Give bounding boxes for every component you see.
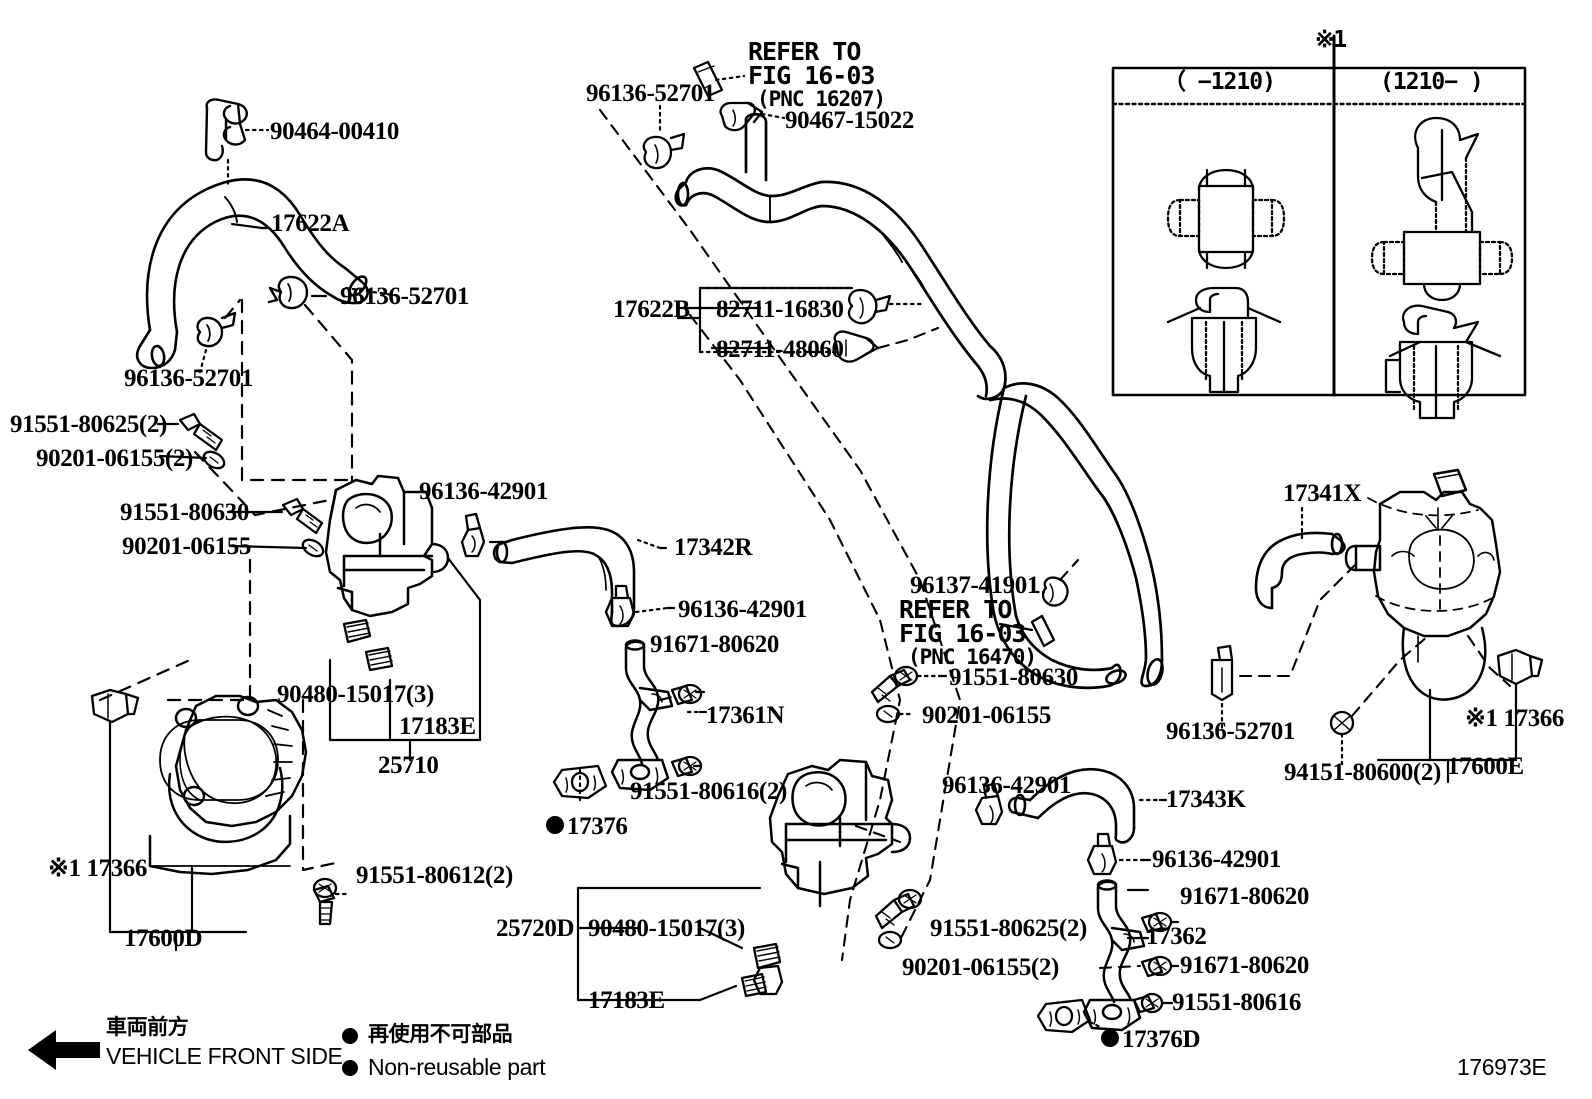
part-label-91551-80630-left: 91551-80630 bbox=[120, 499, 249, 526]
part-label-17622A: 17622A bbox=[271, 210, 350, 237]
part-label-96137-41901: 96137-41901 bbox=[910, 572, 1039, 599]
ref-note-2-line3: (PNC 16470) bbox=[908, 645, 1037, 669]
part-label-90201-06155-right: 90201-06155 bbox=[922, 702, 1051, 729]
ref-note-2-line2: FIG 16-03 bbox=[899, 619, 1026, 648]
part-label-17366-right: ※1 17366 bbox=[1465, 705, 1564, 732]
part-label-17183E-left: 17183E bbox=[399, 713, 476, 740]
part-label-17600E: 17600E bbox=[1447, 753, 1524, 780]
note-marker-1: ※1 bbox=[1315, 27, 1347, 53]
ref-note-1-line3: (PNC 16207) bbox=[757, 87, 886, 111]
legend-front-arrow-en: VEHICLE FRONT SIDE bbox=[106, 1043, 343, 1069]
part-label-94151-80600-2: 94151-80600(2) bbox=[1284, 759, 1441, 786]
part-label-96136-52701-top: 96136-52701 bbox=[586, 80, 715, 107]
part-label-96136-52701-upper: 96136-52701 bbox=[340, 283, 469, 310]
part-label-91551-80612-2: 91551-80612(2) bbox=[356, 862, 513, 889]
part-label-90480-15017-3-bottom: 90480-15017(3) bbox=[588, 915, 745, 942]
part-label-90201-06155-2-bottom: 90201-06155(2) bbox=[902, 954, 1059, 981]
part-label-96136-42901-c: 96136-42901 bbox=[942, 772, 1071, 799]
part-label-90480-15017-3-left: 90480-15017(3) bbox=[277, 681, 434, 708]
ref-note-1-line1: REFER TO bbox=[748, 37, 861, 66]
ref-note-2-line1: REFER TO bbox=[899, 595, 1012, 624]
part-label-17600D: 17600D bbox=[124, 925, 203, 952]
part-label-91551-80616-2: 91551-80616(2) bbox=[630, 778, 787, 805]
part-label-17341X: 17341X bbox=[1283, 480, 1362, 507]
part-label-90201-06155-2: 90201-06155(2) bbox=[36, 445, 193, 472]
inset-header-left: （ −1210) bbox=[1163, 69, 1276, 95]
part-label-17362: 17362 bbox=[1146, 923, 1207, 950]
part-label-17361N: 17361N bbox=[706, 702, 785, 729]
legend-nonreusable-jp: 再使用不可部品 bbox=[368, 1022, 513, 1046]
part-label-91551-80625-2-bottom: 91551-80625(2) bbox=[930, 915, 1087, 942]
part-label-82711-16830: 82711-16830 bbox=[716, 296, 844, 323]
part-label-17342R: 17342R bbox=[674, 534, 753, 561]
part-label-91671-80620-c: 91671-80620 bbox=[1180, 952, 1309, 979]
part-label-96136-52701-lower: 96136-52701 bbox=[124, 365, 253, 392]
part-label-96136-42901-d: 96136-42901 bbox=[1152, 846, 1281, 873]
part-label-82711-48060: 82711-48060 bbox=[716, 336, 844, 363]
part-label-96136-42901-a: 96136-42901 bbox=[419, 478, 548, 505]
part-label-17376: 17376 bbox=[567, 813, 628, 840]
part-label-91671-80620-a: 91671-80620 bbox=[650, 631, 779, 658]
inset-header-right: (1210− ) bbox=[1380, 69, 1484, 95]
part-label-17343K: 17343K bbox=[1166, 786, 1246, 813]
part-label-90467-15022: 90467-15022 bbox=[785, 107, 914, 134]
part-label-90464-00410: 90464-00410 bbox=[270, 118, 399, 145]
part-label-25720D: 25720D bbox=[496, 915, 575, 942]
part-label-17183E-bottom: 17183E bbox=[588, 987, 665, 1014]
part-label-17366-left: ※1 17366 bbox=[48, 855, 147, 882]
legend-nonreusable-en: Non-reusable part bbox=[368, 1054, 546, 1080]
part-label-17622B: 17622B bbox=[613, 296, 690, 323]
part-label-91551-80625-2: 91551-80625(2) bbox=[10, 411, 167, 438]
diagram-id: 176973E bbox=[1457, 1054, 1547, 1080]
ref-note-1-line2: FIG 16-03 bbox=[748, 61, 875, 90]
part-label-91551-80630-right: 91551-80630 bbox=[949, 664, 1078, 691]
part-label-17376D: 17376D bbox=[1122, 1026, 1201, 1053]
part-label-96136-42901-b: 96136-42901 bbox=[678, 596, 807, 623]
part-label-91671-80620-b: 91671-80620 bbox=[1180, 883, 1309, 910]
part-label-90201-06155-left: 90201-06155 bbox=[122, 533, 251, 560]
part-label-25710: 25710 bbox=[378, 752, 439, 779]
part-label-96136-52701-right: 96136-52701 bbox=[1166, 718, 1295, 745]
legend-front-arrow-jp: 車両前方 bbox=[106, 1015, 189, 1039]
part-label-91551-80616: 91551-80616 bbox=[1172, 989, 1301, 1016]
